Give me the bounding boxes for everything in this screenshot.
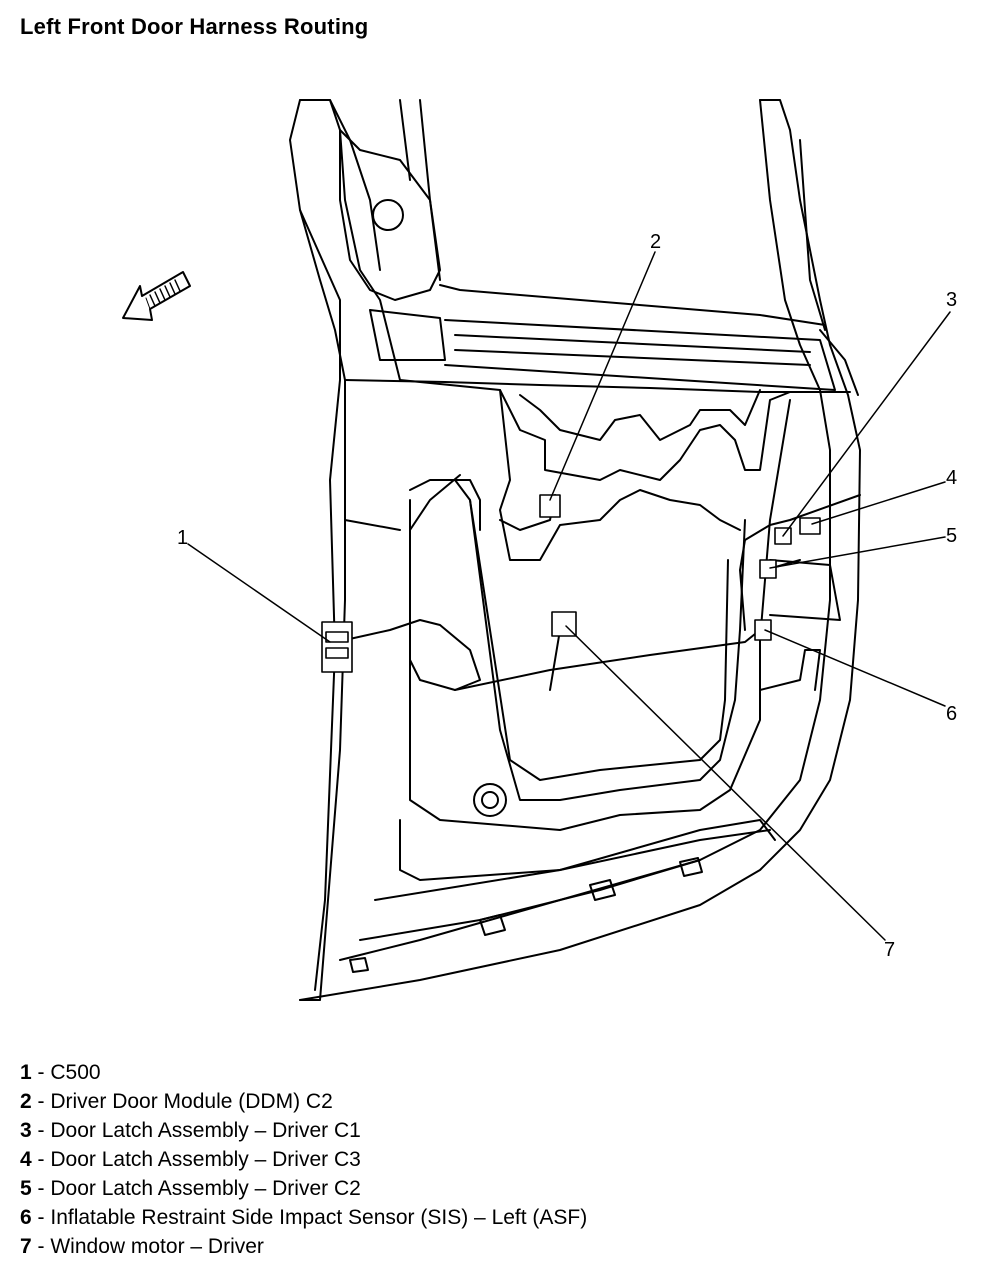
leader-5 (769, 536, 946, 569)
leader-1 (187, 543, 331, 643)
callout-6: 6 (946, 703, 957, 725)
connector-sis (754, 619, 772, 641)
connector-latch-c3 (799, 517, 821, 535)
callout-4: 4 (946, 467, 957, 489)
connector-c500 (321, 621, 353, 673)
leader-6 (764, 629, 946, 707)
page-title: Left Front Door Harness Routing (20, 14, 369, 39)
door-harness-diagram: 1 2 3 4 5 6 7 (122, 99, 957, 1001)
connector-latch-c2 (759, 559, 777, 579)
legend-item-6: 6 - Inflatable Restraint Side Impact Sen… (20, 1206, 588, 1229)
legend-item-4: 4 - Door Latch Assembly – Driver C3 (20, 1148, 361, 1171)
leader-7 (565, 625, 886, 941)
leader-lines (187, 251, 951, 941)
callout-2: 2 (650, 231, 661, 253)
legend-item-3: 3 - Door Latch Assembly – Driver C1 (20, 1119, 361, 1142)
inner-door-panel (349, 379, 841, 973)
callout-1: 1 (177, 527, 188, 549)
leader-4 (811, 481, 946, 525)
connector-ddm-c2 (539, 494, 561, 518)
callout-5: 5 (946, 525, 957, 547)
legend-item-5: 5 - Door Latch Assembly – Driver C2 (20, 1177, 361, 1200)
door-outer-shell (289, 99, 861, 1001)
leader-3 (782, 311, 951, 537)
legend-item-7: 7 - Window motor – Driver (20, 1235, 264, 1258)
callout-7: 7 (884, 939, 895, 961)
callout-legend: 1 - C500 2 - Driver Door Module (DDM) C2… (20, 1058, 587, 1261)
leader-2 (549, 251, 656, 501)
legend-item-2: 2 - Driver Door Module (DDM) C2 (20, 1090, 333, 1113)
wiring-harness (344, 474, 861, 691)
window-frame (339, 99, 859, 396)
front-arrow-icon (122, 271, 191, 321)
callout-3: 3 (946, 289, 957, 311)
legend-item-1: 1 - C500 (20, 1061, 101, 1084)
